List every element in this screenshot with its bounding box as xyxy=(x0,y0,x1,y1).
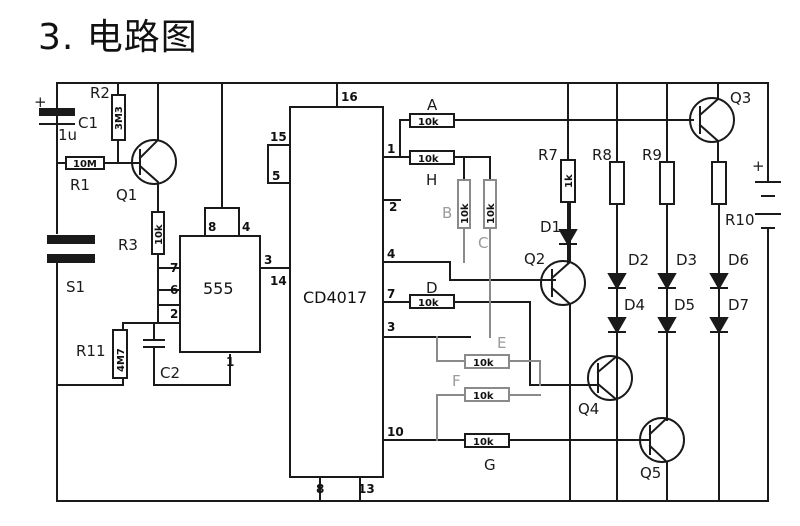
r2-value: 3M3 xyxy=(114,106,125,130)
c1-value: 1u xyxy=(58,126,77,144)
cd4017-pin-13: 13 xyxy=(358,482,375,496)
ic-555-pin-6: 6 xyxy=(170,283,178,297)
d4-led xyxy=(607,317,627,335)
label-h: H xyxy=(426,171,437,189)
q4-transistor xyxy=(587,355,633,401)
r10-resistor xyxy=(711,161,727,205)
ic-555 xyxy=(179,235,261,353)
cd4017-pin-2: 2 xyxy=(389,200,397,214)
q1-transistor xyxy=(131,139,177,185)
q3-label: Q3 xyxy=(730,89,751,107)
cd4017-pin-5: 5 xyxy=(272,169,280,183)
d6-label: D6 xyxy=(728,251,749,269)
d1-led xyxy=(558,229,578,247)
d4-label: D4 xyxy=(624,296,645,314)
q4-label: Q4 xyxy=(578,400,599,418)
resistor-c-value: 10k xyxy=(486,203,497,224)
battery xyxy=(755,181,781,229)
r3-label: R3 xyxy=(118,236,138,254)
d2-led xyxy=(607,273,627,291)
cd4017-pin-7: 7 xyxy=(387,287,395,301)
label-a: A xyxy=(427,96,438,114)
q2-transistor xyxy=(540,260,586,306)
resistor-a-value: 10k xyxy=(418,117,439,128)
r7-value: 1k xyxy=(564,174,575,188)
r11-value: 4M7 xyxy=(116,348,127,372)
d5-led xyxy=(657,317,677,335)
r1-value: 10M xyxy=(73,159,97,170)
resistor-e-value: 10k xyxy=(473,358,494,369)
r7-label: R7 xyxy=(538,146,558,164)
q2-label: Q2 xyxy=(524,250,545,268)
d7-label: D7 xyxy=(728,296,749,314)
c1-label: C1 xyxy=(78,114,98,132)
r10-label: R10 xyxy=(725,211,755,229)
label-e: E xyxy=(497,334,506,352)
resistor-f-value: 10k xyxy=(473,391,494,402)
r9-resistor xyxy=(659,161,675,205)
ic-555-pin-3: 3 xyxy=(264,253,272,267)
ic-cd4017-label: CD4017 xyxy=(303,288,367,307)
q3-transistor xyxy=(689,97,735,143)
cd4017-pin-4: 4 xyxy=(387,247,395,261)
r11-label: R11 xyxy=(76,342,106,360)
resistor-g-value: 10k xyxy=(473,437,494,448)
d1-label: D1 xyxy=(540,218,561,236)
cd4017-pin-1: 1 xyxy=(387,142,395,156)
battery-polarity: + xyxy=(752,157,765,175)
ic-555-pin-8: 8 xyxy=(208,220,216,234)
d6-led xyxy=(709,273,729,291)
c1-polarity-label: + xyxy=(34,93,47,111)
s1-label: S1 xyxy=(66,278,85,296)
cd4017-pin-10: 10 xyxy=(387,425,404,439)
resistor-b-value: 10k xyxy=(460,203,471,224)
ic-555-pin-7: 7 xyxy=(170,261,178,275)
ic-555-pin-1: 1 xyxy=(226,355,234,369)
resistor-d-value: 10k xyxy=(418,298,439,309)
q1-label: Q1 xyxy=(116,186,137,204)
resistor-h-value: 10k xyxy=(418,154,439,165)
r8-label: R8 xyxy=(592,146,612,164)
d3-led xyxy=(657,273,677,291)
ic-555-pin-4: 4 xyxy=(242,220,250,234)
d2-label: D2 xyxy=(628,251,649,269)
cd4017-pin-3: 3 xyxy=(387,320,395,334)
cd4017-pin-14: 14 xyxy=(270,274,287,288)
r3-value: 10k xyxy=(154,224,165,245)
ic-555-label: 555 xyxy=(203,279,234,298)
r8-resistor xyxy=(609,161,625,205)
r9-label: R9 xyxy=(642,146,662,164)
d3-label: D3 xyxy=(676,251,697,269)
label-c: C xyxy=(478,234,488,252)
c2-label: C2 xyxy=(160,364,180,382)
c2-capacitor xyxy=(143,339,165,348)
r1-label: R1 xyxy=(70,176,90,194)
label-d: D xyxy=(426,279,438,297)
d5-label: D5 xyxy=(674,296,695,314)
s1-switch xyxy=(47,235,95,244)
ic-555-pin-2: 2 xyxy=(170,307,178,321)
cd4017-pin-15: 15 xyxy=(270,130,287,144)
d7-led xyxy=(709,317,729,335)
r11-resistor xyxy=(112,329,128,379)
label-g: G xyxy=(484,456,496,474)
q5-label: Q5 xyxy=(640,464,661,482)
page-title: 3. 电路图 xyxy=(38,17,198,58)
r2-label: R2 xyxy=(90,84,110,102)
cd4017-pin-16: 16 xyxy=(341,90,358,104)
cd4017-pin-8: 8 xyxy=(316,482,324,496)
label-f: F xyxy=(452,372,461,390)
label-b: B xyxy=(442,204,452,222)
